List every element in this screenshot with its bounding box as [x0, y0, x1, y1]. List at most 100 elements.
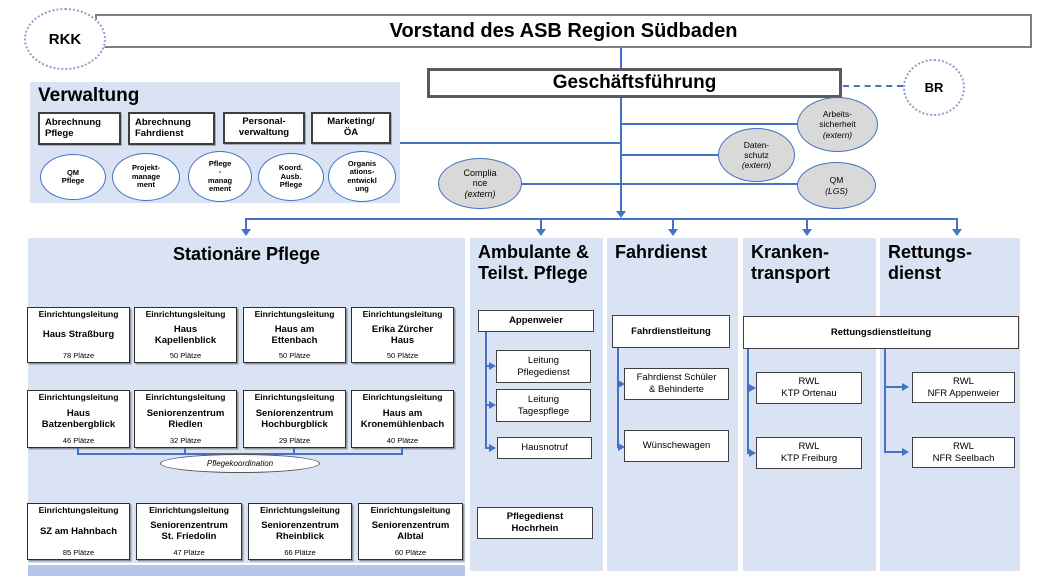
compliance-ellipse: Complia nce (extern): [438, 158, 522, 209]
verwaltung-ellipse-organisationsentwicklung: Organis ations- entwickl ung: [328, 151, 396, 202]
stationaere-bottom-strip: [28, 565, 465, 576]
box-label: Marketing/ ÖA: [327, 116, 375, 138]
org-box-seniorenzentrum-riedlen: Einrichtungsleitung Seniorenzentrum Ried…: [134, 390, 237, 448]
arrow-right-icon: [749, 449, 756, 457]
br-circle: BR: [903, 59, 965, 116]
pflegekoordination-ellipse: Pflegekoordination: [160, 454, 320, 473]
org-box-sz-am-hahnbach: Einrichtungsleitung SZ am Hahnbach 85 Pl…: [27, 503, 130, 560]
arrow-right-icon: [618, 443, 625, 451]
rwl-ktp-freiburg-box: RWL KTP Freiburg: [756, 437, 862, 469]
verwaltung-box-personalverwaltung: Personal- verwaltung: [223, 112, 305, 144]
ellipse-label: Complia nce: [463, 167, 497, 189]
pflegedienst-hochrhein-box: Pflegedienst Hochrhein: [477, 507, 593, 539]
org-box-erika-zuercher-haus: Einrichtungsleitung Erika Zürcher Haus 5…: [351, 307, 454, 363]
fahrdienst-trunk: [617, 348, 619, 447]
rettungsdienst-trunk: [884, 349, 886, 453]
capacity: 60 Plätze: [394, 547, 427, 557]
item-label: Pflegedienst Hochrhein: [506, 511, 564, 534]
bracket-stub: [293, 448, 295, 454]
capacity: 50 Plätze: [169, 350, 202, 360]
item-label: RWL KTP Freiburg: [780, 441, 838, 464]
capacity: 40 Plätze: [386, 435, 419, 445]
connector: [485, 447, 491, 449]
ellipse-label: QM Pflege: [61, 167, 85, 185]
role-label: Einrichtungsleitung: [362, 309, 443, 319]
capacity: 85 Plätze: [62, 547, 95, 557]
capacity: 66 Plätze: [284, 547, 316, 557]
item-label: Wünschewagen: [642, 440, 711, 452]
bracket-stub: [77, 448, 79, 454]
leitung-pflegedienst-box: Leitung Pflegedienst: [496, 350, 591, 383]
arrow-right-icon: [902, 448, 909, 456]
capacity: 29 Plätze: [278, 435, 311, 445]
bracket-stub: [184, 448, 186, 454]
rettungsdienstleitung-box: Rettungsdienstleitung: [743, 316, 1019, 349]
facility-name: Seniorenzentrum Albtal: [371, 520, 450, 543]
verwaltung-ellipse-qm-pflege: QM Pflege: [40, 154, 106, 200]
connector-col3: [672, 218, 674, 229]
rwl-ktp-ortenau-box: RWL KTP Ortenau: [756, 372, 862, 404]
rwl-nfr-seelbach-box: RWL NFR Seelbach: [912, 437, 1015, 468]
geschaeftsfuehrung-label: Geschäftsführung: [552, 72, 717, 94]
column-title: Ambulante & Teilst. Pflege: [478, 242, 590, 284]
geschaeftsfuehrung-box: Geschäftsführung: [427, 68, 842, 98]
column-title: Kranken- transport: [751, 242, 831, 284]
ellipse-label: Projekt- manage ment: [131, 163, 161, 190]
facility-name: Haus am Ettenbach: [271, 323, 318, 346]
bracket-stub: [401, 448, 403, 454]
org-box-seniorenzentrum-rheinblick: Einrichtungsleitung Seniorenzentrum Rhei…: [248, 503, 352, 560]
role-label: Einrichtungsleitung: [145, 309, 226, 319]
facility-name: Erika Zürcher Haus: [371, 323, 434, 346]
box-label: Abrechnung Fahrdienst: [135, 116, 191, 139]
br-label: BR: [924, 80, 944, 95]
ellipse-note: (extern): [464, 188, 496, 199]
item-label: RWL NFR Appenweier: [927, 375, 1000, 399]
connector-col5: [956, 218, 958, 229]
item-label: Leitung Pflegedienst: [517, 354, 570, 378]
item-label: Leitung Tagespflege: [517, 393, 570, 417]
fahrdienstleitung-box: Fahrdienstleitung: [612, 315, 730, 348]
vorstand-bar: Vorstand des ASB Region Südbaden: [95, 14, 1032, 48]
arrow-right-icon: [618, 380, 625, 388]
facility-name: SZ am Hahnbach: [39, 525, 118, 537]
connector-distribution: [246, 218, 958, 220]
capacity: 32 Plätze: [169, 435, 202, 445]
appenweier-box: Appenweier: [478, 310, 594, 332]
ellipse-note: (extern): [822, 129, 853, 140]
org-box-seniorenzentrum-albtal: Einrichtungsleitung Seniorenzentrum Albt…: [358, 503, 463, 560]
org-box-seniorenzentrum-st-friedolin: Einrichtungsleitung Seniorenzentrum St. …: [136, 503, 242, 560]
item-label: Hausnotruf: [521, 442, 568, 454]
arrow-down-icon: [241, 229, 251, 236]
facility-name: Seniorenzentrum Riedlen: [146, 407, 225, 430]
lead-label: Appenweier: [509, 315, 563, 327]
arrow-right-icon: [749, 384, 756, 392]
krankentransport-trunk: [747, 349, 749, 454]
arbeitssicherheit-ellipse: Arbeits- sicherheit (extern): [797, 97, 878, 152]
facility-name: Haus am Kronemühlenbach: [360, 407, 445, 430]
connector: [485, 365, 491, 367]
item-label: Fahrdienst Schüler & Behinderte: [636, 372, 717, 395]
verwaltung-ellipse-pflegemanagement: Pflege - manag ement: [188, 151, 252, 202]
role-label: Einrichtungsleitung: [149, 505, 229, 515]
column-title: Stationäre Pflege: [172, 244, 321, 264]
role-label: Einrichtungsleitung: [370, 505, 451, 515]
role-label: Einrichtungsleitung: [254, 392, 335, 402]
arrow-right-icon: [489, 362, 496, 370]
connector-col2: [540, 218, 542, 229]
ellipse-note: (LGS): [825, 185, 848, 196]
capacity: 78 Plätze: [62, 350, 95, 360]
arrow-right-icon: [489, 401, 496, 409]
role-label: Einrichtungsleitung: [362, 392, 443, 402]
connector-compliance-qm: [521, 183, 799, 185]
lead-label: Fahrdienstleitung: [631, 325, 711, 337]
org-box-haus-am-ettenbach: Einrichtungsleitung Haus am Ettenbach 50…: [243, 307, 346, 363]
ellipse-label: QM: [829, 175, 844, 186]
rkk-circle: RKK: [24, 8, 106, 70]
connector-verwaltung: [399, 142, 621, 144]
arrow-down-icon: [802, 229, 812, 236]
capacity: 50 Plätze: [386, 350, 419, 360]
org-box-haus-batzenbergblick: Einrichtungsleitung Haus Batzenbergblick…: [27, 390, 130, 448]
leitung-tagespflege-box: Leitung Tagespflege: [496, 389, 591, 422]
coordination-label: Pflegekoordination: [206, 459, 274, 468]
facility-name: Seniorenzentrum Hochburgblick: [255, 407, 334, 430]
